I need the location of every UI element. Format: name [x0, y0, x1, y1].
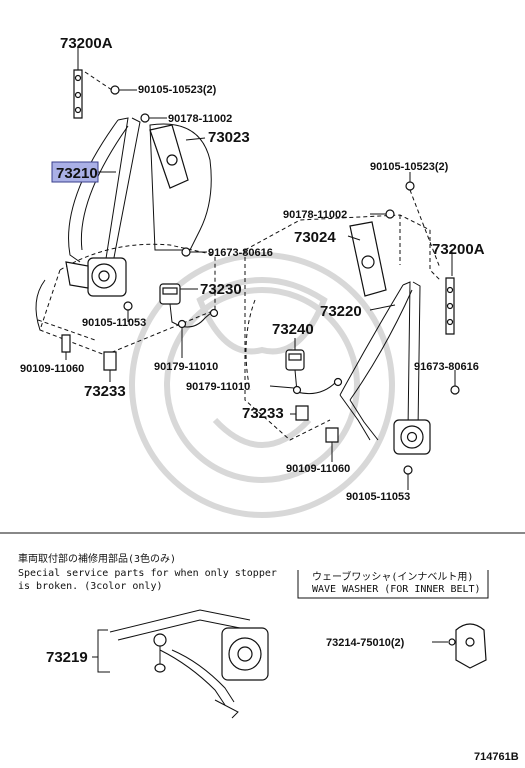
label-90109-11060-right: 90109-11060 — [286, 463, 350, 475]
label-73233-right: 73233 — [242, 405, 284, 422]
fasteners-right — [295, 181, 460, 475]
label-73023: 73023 — [208, 129, 250, 146]
watermark-emblem — [129, 252, 395, 518]
special-parts-note-en-2: is broken. (3color only) — [18, 581, 163, 592]
label-90109-11060-left: 90109-11060 — [20, 363, 84, 375]
label-91673-80616-left: 91673-80616 — [208, 247, 273, 259]
right-seat-outline — [244, 214, 441, 441]
label-73210[interactable]: 73210 — [56, 165, 98, 182]
special-parts-note-jp: 車両取付部の補修用部品(3色のみ) — [18, 552, 176, 565]
retractor-left — [65, 257, 127, 297]
label-90105-10523-right: 90105-10523(2) — [370, 161, 449, 173]
retractor-right — [393, 419, 431, 455]
wave-washer-box — [297, 570, 489, 599]
wave-washer-note-en: WAVE WASHER (FOR INNER BELT) — [312, 584, 481, 595]
label-90105-11053-right: 90105-11053 — [346, 491, 410, 503]
label-73214-75010: 73214-75010(2) — [326, 637, 405, 649]
trim-73024 — [349, 221, 387, 297]
buckle-73240 — [285, 349, 343, 395]
diagram-id: 714761B — [474, 751, 519, 763]
label-90178-11002-left: 90178-11002 — [168, 113, 232, 125]
label-73233-left: 73233 — [84, 383, 126, 400]
label-90179-11010-left: 90179-11010 — [154, 361, 218, 373]
label-73024: 73024 — [294, 229, 336, 246]
label-90179-11010-right: 90179-11010 — [186, 381, 250, 393]
trim-73023 — [149, 124, 189, 189]
label-90105-10523-left: 90105-10523(2) — [138, 84, 217, 96]
label-73219: 73219 — [46, 649, 88, 666]
label-73220: 73220 — [320, 303, 362, 320]
label-73240: 73240 — [272, 321, 314, 338]
label-73230: 73230 — [200, 281, 242, 298]
highlight-73210 — [51, 161, 99, 183]
left-seat-outline — [35, 123, 216, 356]
upper-anchor-73200a-right — [445, 277, 455, 335]
upper-anchor-73200a-left — [73, 69, 83, 119]
leader-lines-left — [37, 48, 207, 382]
belt-webbing-73210 — [68, 117, 141, 269]
wave-washer-73214 — [448, 623, 487, 669]
label-73200a-left: 73200A — [60, 35, 113, 52]
leader-lines-right — [269, 172, 456, 490]
label-91673-80616-right: 91673-80616 — [414, 361, 479, 373]
buckle-73230-left — [159, 283, 219, 329]
label-73200a-right: 73200A — [432, 241, 485, 258]
label-90105-11053-left: 90105-11053 — [82, 317, 146, 329]
special-parts-note-en-1: Special service parts for when only stop… — [18, 568, 277, 579]
stopper-assembly-73219 — [109, 609, 269, 719]
belt-webbing-73220 — [339, 281, 421, 441]
leader-73219 — [92, 629, 110, 673]
wave-washer-note-jp: ウェーブワッシャ(インナベルト用) — [312, 570, 473, 583]
label-90178-11002-right: 90178-11002 — [283, 209, 347, 221]
